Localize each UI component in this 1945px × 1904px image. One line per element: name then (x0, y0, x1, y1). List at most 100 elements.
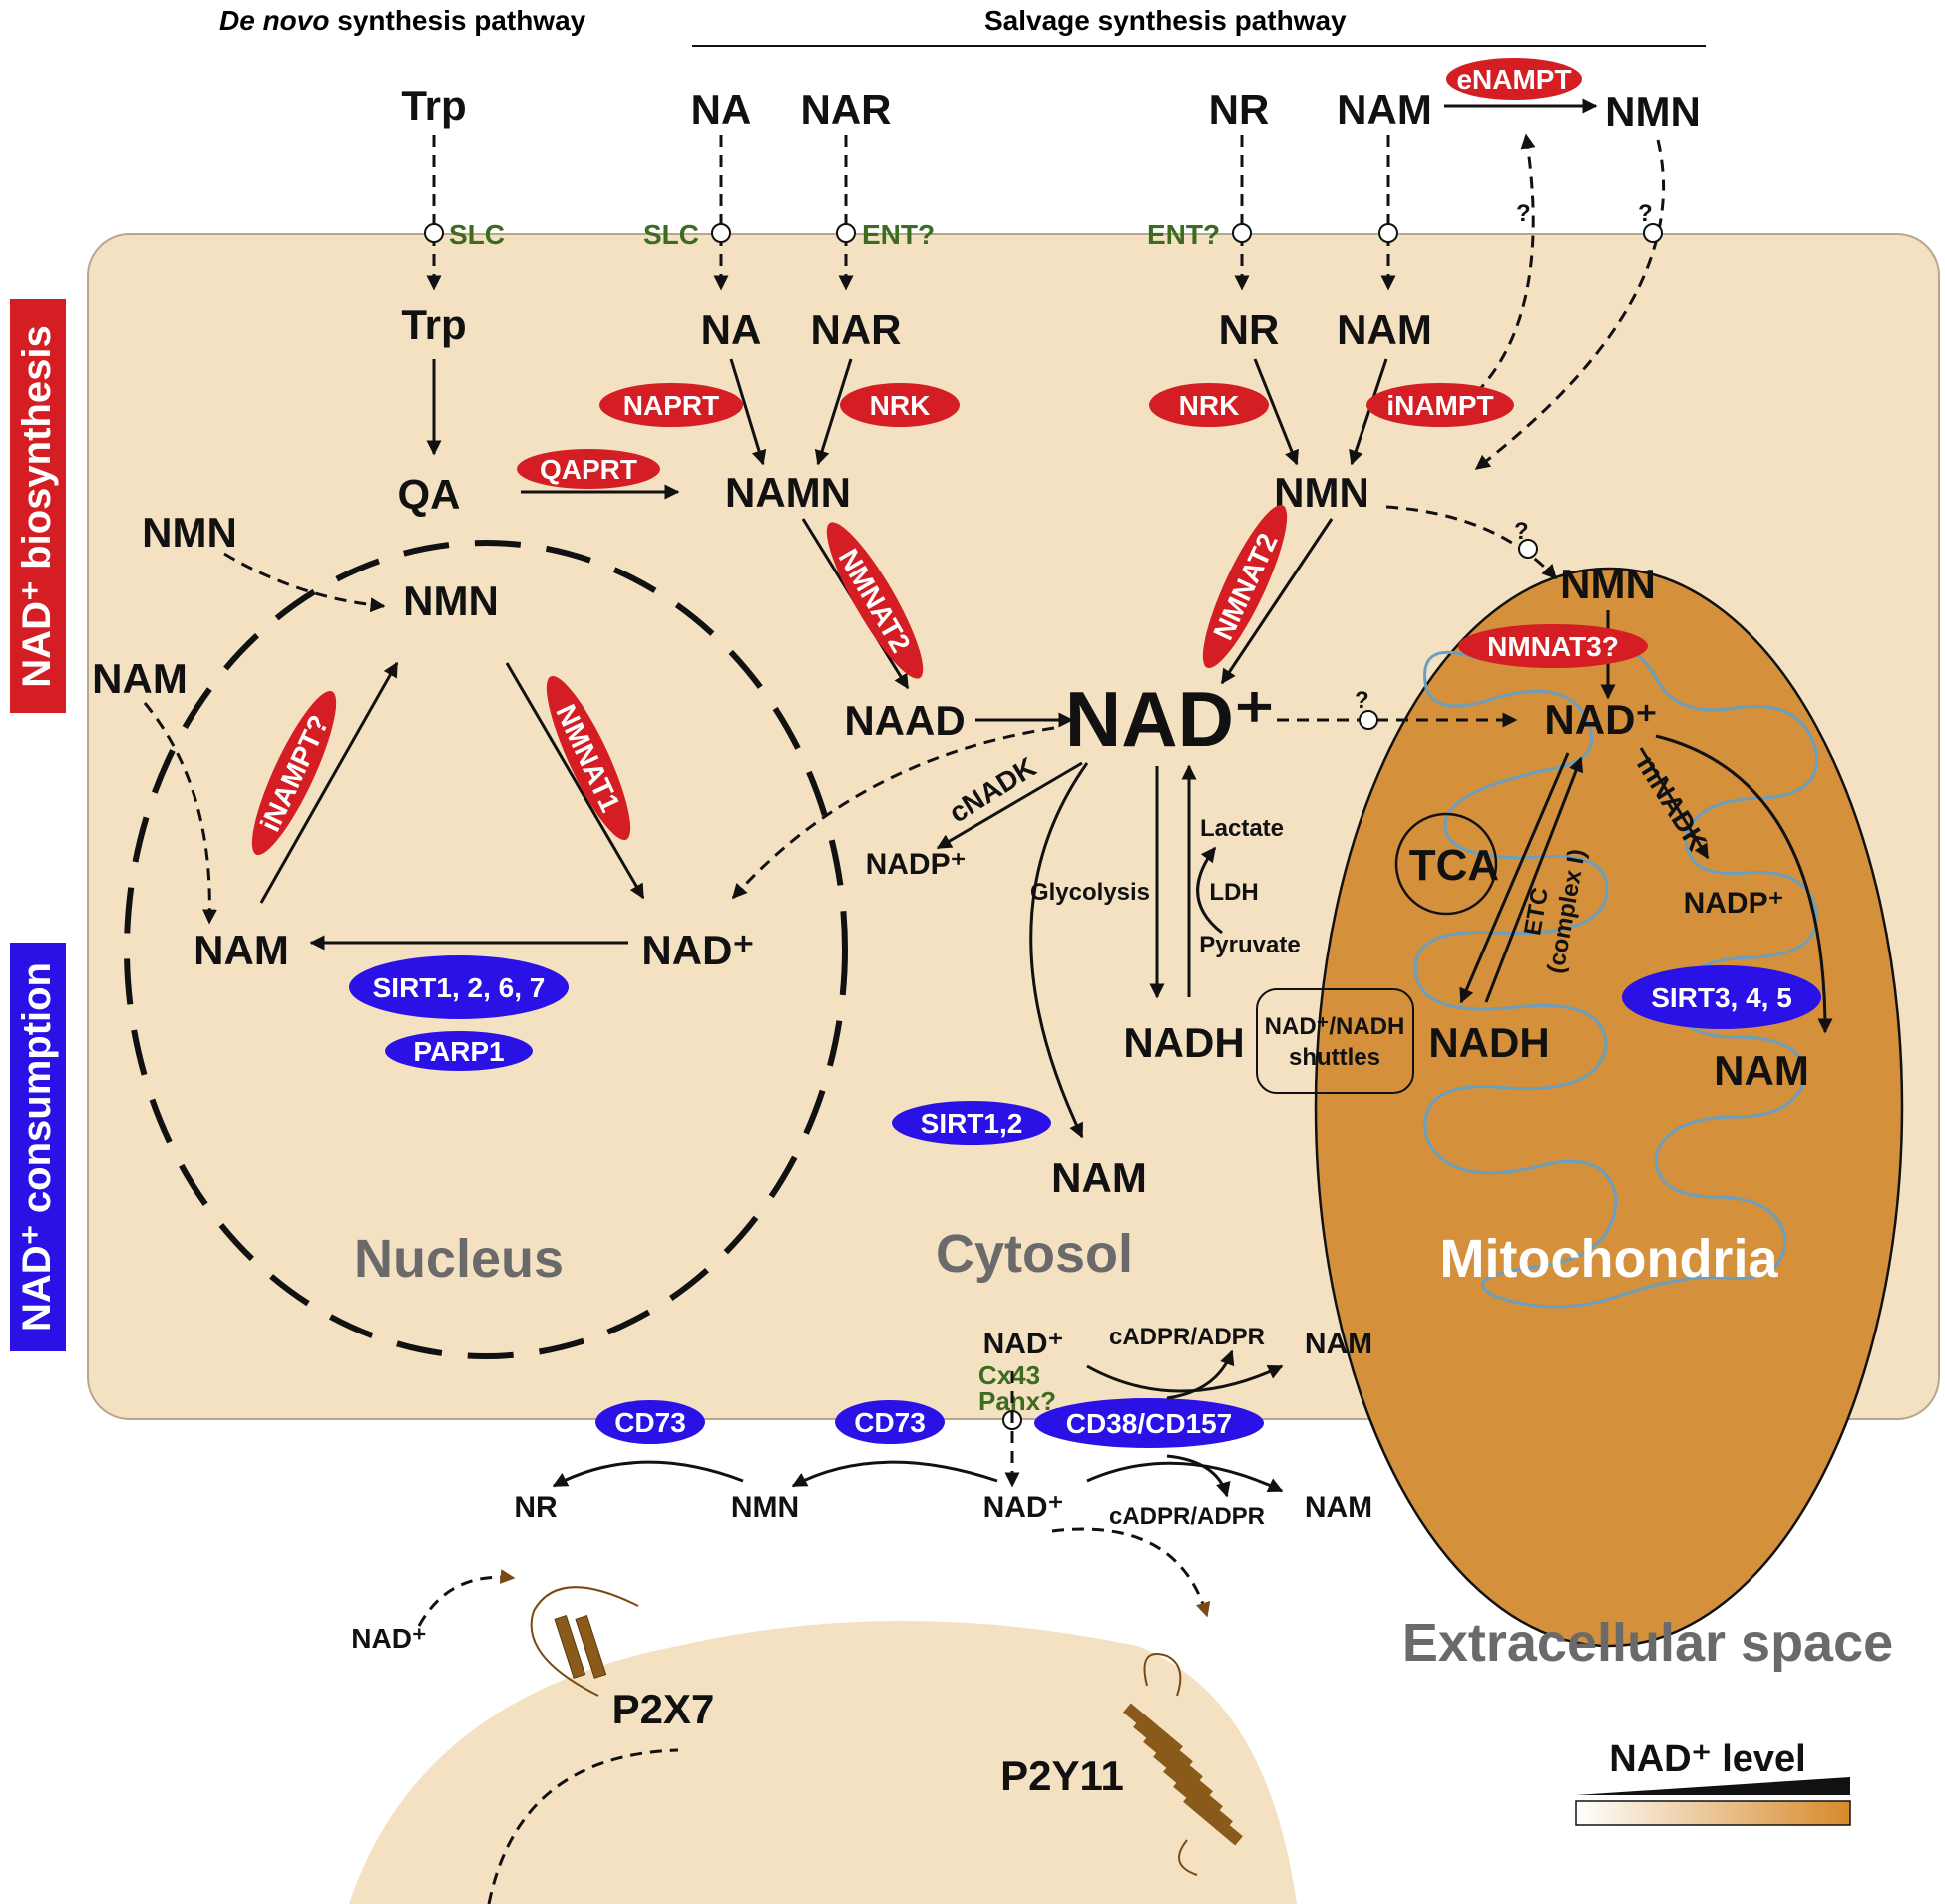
enzyme-nrk-1-label: NRK (870, 390, 931, 421)
neighbour-nucleus (487, 1748, 679, 1904)
shuttles-line2: shuttles (1289, 1044, 1380, 1071)
transporter-mito-nad (1359, 710, 1378, 730)
consumption-side-label: NAD⁺ consumption (15, 962, 59, 1332)
cyto-naad: NAAD (844, 697, 965, 744)
extracellular-arrows (417, 1349, 1284, 1627)
transporter-ent-nar (836, 223, 856, 243)
nuc-nad: NAD⁺ (641, 927, 754, 973)
cyto-nar: NAR (811, 306, 902, 353)
mem-nad-in: NAD⁺ (983, 1328, 1064, 1360)
tca-label: TCA (1409, 841, 1499, 890)
neighbour-cell (349, 1621, 1297, 1904)
enzyme-nrk-2-label: NRK (1179, 390, 1240, 421)
enzyme-naprt-label: NAPRT (623, 390, 719, 421)
salvage-header: Salvage synthesis pathway (984, 5, 1347, 36)
mito-nadp: NADP⁺ (1684, 887, 1784, 920)
receptor-p2y11-label: P2Y11 (1000, 1752, 1124, 1799)
nuc-nmn-out: NMN (142, 509, 237, 556)
cyto-nam-bottom: NAM (1051, 1154, 1147, 1201)
ext-na: NA (691, 86, 752, 133)
cyto-nr: NR (1219, 306, 1280, 353)
nucleus-membrane (124, 540, 848, 1359)
enzyme-cd73-b-label: CD73 (854, 1407, 926, 1438)
mito-cristae (1413, 636, 1818, 1309)
enzyme-nmnat2-b (1202, 504, 1288, 669)
mito-nmn: NMN (1560, 561, 1656, 607)
label-q-mito-nad: ? (1355, 687, 1369, 714)
enzyme-sirt345 (1622, 965, 1821, 1029)
label-lactate: Lactate (1200, 815, 1284, 842)
ext-camp-bottom: cADPR/ADPR (1109, 1503, 1265, 1530)
cyto-namn: NAMN (725, 469, 851, 516)
mitochondria (1314, 567, 1904, 1648)
enzyme-nrk-2 (1149, 383, 1269, 427)
mito-nam: NAM (1714, 1047, 1809, 1094)
biosynthesis-side-label: NAD⁺ biosynthesis (15, 325, 59, 687)
consumption-side-bar (10, 943, 66, 1351)
mem-nam-top: NAM (1305, 1328, 1372, 1360)
denovo-header: De novo synthesis pathway (219, 5, 586, 36)
shuttles-box (1256, 988, 1414, 1094)
label-ent1: ENT? (862, 219, 935, 250)
enzyme-parp1 (385, 1031, 533, 1071)
ext-nr: NR (1209, 86, 1270, 133)
mito-nadh: NADH (1428, 1019, 1549, 1066)
legend-wedge (1576, 1777, 1850, 1795)
transporter-mito-nmn (1518, 539, 1538, 559)
receptor-p2y11 (1123, 1653, 1243, 1876)
mem-camp-top: cADPR/ADPR (1109, 1324, 1265, 1350)
enzyme-cd73-a (595, 1400, 705, 1444)
cyto-nadh: NADH (1123, 1019, 1244, 1066)
cyto-nam: NAM (1337, 306, 1432, 353)
enzyme-qaprt-label: QAPRT (540, 454, 637, 485)
tca-cycle (1394, 812, 1498, 916)
enzyme-sirt345-label: SIRT3, 4, 5 (1651, 982, 1792, 1013)
transporter-nam (1378, 223, 1398, 243)
receptor-p2x7-label: P2X7 (612, 1686, 715, 1732)
enzyme-inampt-nuc (251, 690, 337, 856)
label-ent2: ENT? (1147, 219, 1220, 250)
transporter-slc-trp (424, 223, 444, 243)
ext-nam-bottom: NAM (1305, 1491, 1372, 1524)
compartment-nucleus: Nucleus (354, 1229, 564, 1289)
cyto-nadp: NADP⁺ (866, 848, 967, 881)
enzyme-sirt12-cyto (892, 1101, 1051, 1145)
cyto-na: NA (701, 306, 762, 353)
mem-cx43: Cx43 (978, 1360, 1040, 1390)
nuc-nam-out: NAM (92, 655, 188, 702)
ext-nmn: NMN (1605, 88, 1701, 135)
ext-nam: NAM (1337, 86, 1432, 133)
transporter-nmn (1643, 223, 1663, 243)
enzyme-cd38 (1034, 1398, 1264, 1448)
label-slc2: SLC (643, 219, 699, 250)
compartment-cytosol: Cytosol (936, 1224, 1133, 1284)
enzyme-cd38-label: CD38/CD157 (1066, 1408, 1233, 1439)
enzyme-inampt (1366, 383, 1514, 427)
cyto-nmn: NMN (1274, 469, 1369, 516)
label-q-mito-nmn: ? (1514, 518, 1529, 545)
nuc-nmn: NMN (403, 577, 499, 624)
legend-gradient-bar (1575, 1800, 1851, 1826)
ext-nad-left: NAD⁺ (351, 1623, 426, 1654)
legend-title: NAD⁺ level (1609, 1738, 1805, 1780)
enzyme-sirt12-cyto-label: SIRT1,2 (921, 1108, 1023, 1139)
shuttles-line1: NAD⁺/NADH (1265, 1013, 1405, 1040)
mem-panx: Panx? (978, 1386, 1056, 1416)
enzyme-cd73-b (835, 1400, 945, 1444)
enzyme-sirt-nuc (349, 955, 569, 1019)
ext-nar: NAR (801, 86, 892, 133)
ext-trp: Trp (401, 82, 466, 129)
label-pyruvate: Pyruvate (1199, 932, 1300, 958)
nucleus-arrows (143, 552, 645, 951)
enzyme-nmnat1 (546, 675, 631, 841)
cyto-nad: NAD⁺ (1065, 675, 1275, 763)
label-glycolysis: Glycolysis (1030, 879, 1150, 906)
enzyme-inampt-label: iNAMPT (1386, 390, 1493, 421)
compartment-mitochondria: Mitochondria (1440, 1229, 1779, 1289)
enzyme-nmnat2-a (826, 522, 924, 679)
ext-nmn-bottom: NMN (731, 1491, 799, 1524)
receptor-p2x7 (530, 1586, 639, 1697)
enzyme-parp1-label: PARP1 (413, 1036, 504, 1067)
label-ldh: LDH (1209, 879, 1258, 906)
